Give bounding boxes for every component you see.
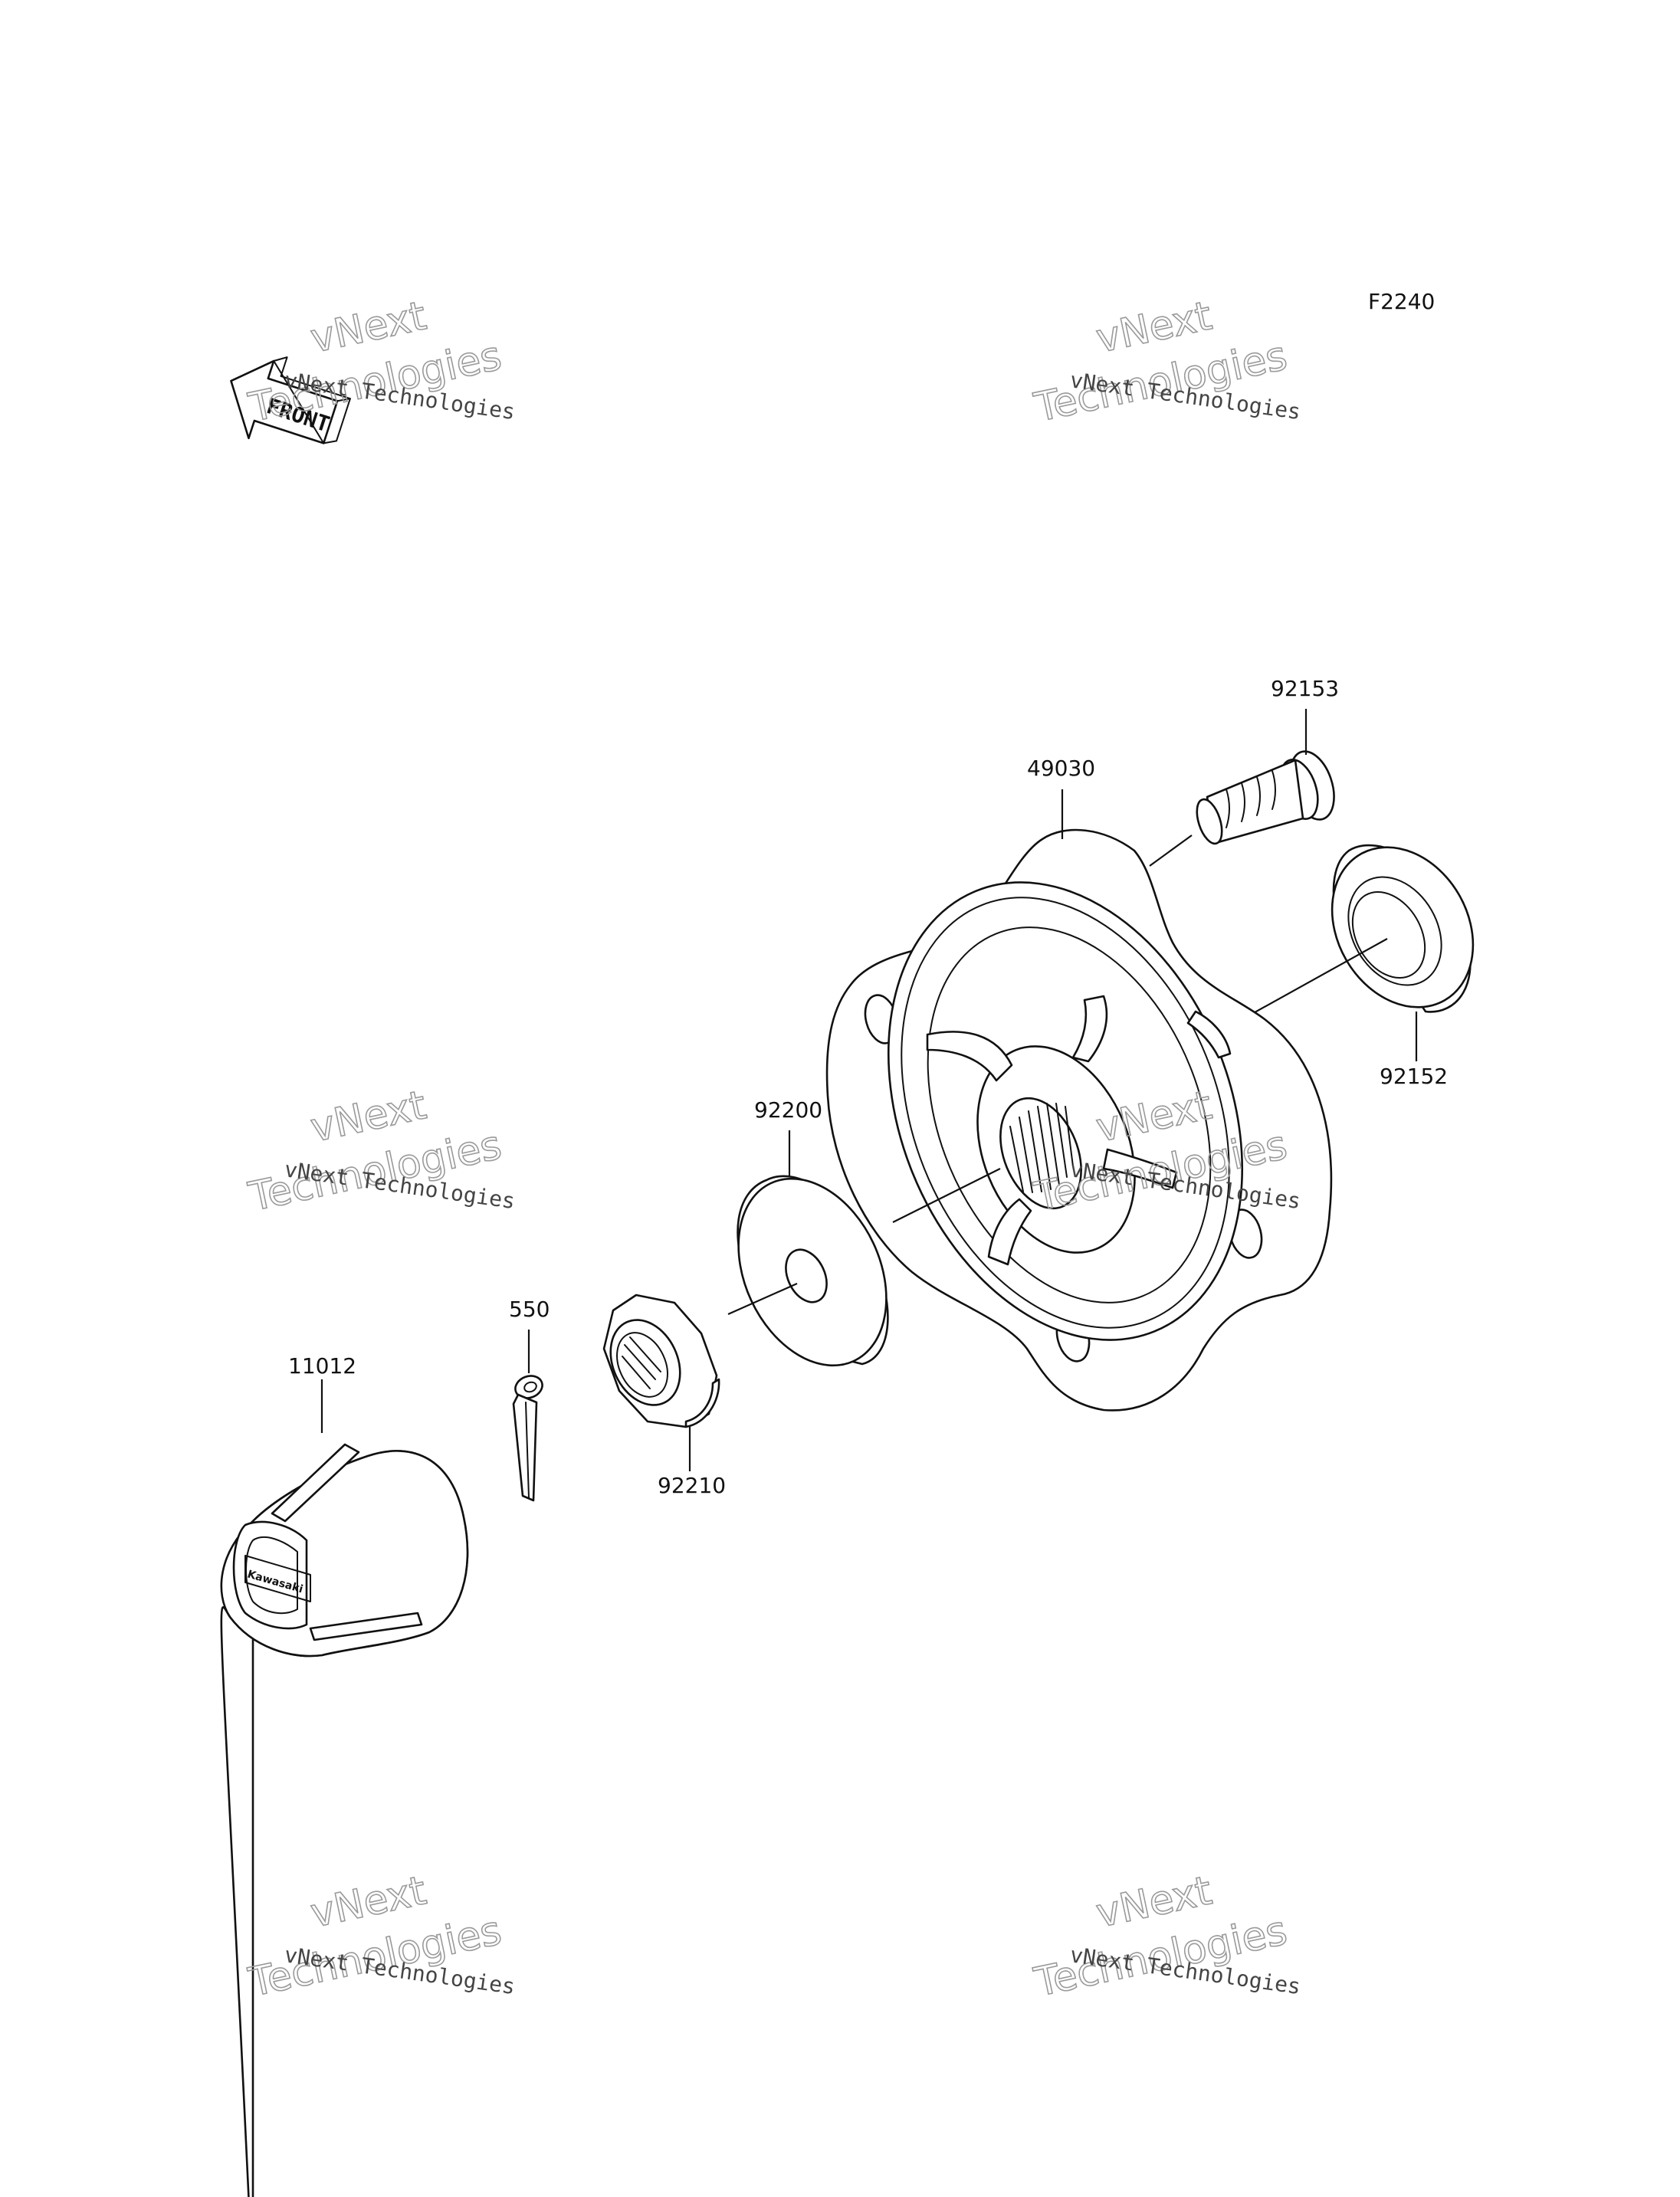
figure-code: F2240 [1368,289,1435,314]
part-label-49030: 49030 [1027,756,1095,781]
nut-part [602,1294,720,1428]
hub-cap-part: Kawasaki [220,1443,469,2197]
part-label-92210: 92210 [658,1473,726,1498]
washer-part [737,1175,889,1367]
watermark-6: vNext Technologies vNext Technologies [1029,1867,1302,2007]
part-label-92153: 92153 [1271,676,1339,701]
part-label-11012: 11012 [288,1353,356,1379]
cotter-pin-part [512,1375,543,1502]
wheel-stud-part [1196,750,1335,845]
front-arrow-icon: FRONT [230,356,351,444]
watermark-2: vNext Technologies vNext Technologies [1029,293,1302,432]
hub-part [825,828,1333,1412]
part-label-550: 550 [509,1297,550,1322]
watermark-5: vNext Technologies vNext Technologies [244,1867,517,2007]
part-label-92152: 92152 [1380,1064,1448,1089]
spline-teeth [1009,1103,1074,1193]
oil-seal-part [1331,844,1475,1013]
part-label-92200: 92200 [754,1097,822,1123]
watermark-3: vNext Technologies vNext Technologies [244,1082,517,1221]
